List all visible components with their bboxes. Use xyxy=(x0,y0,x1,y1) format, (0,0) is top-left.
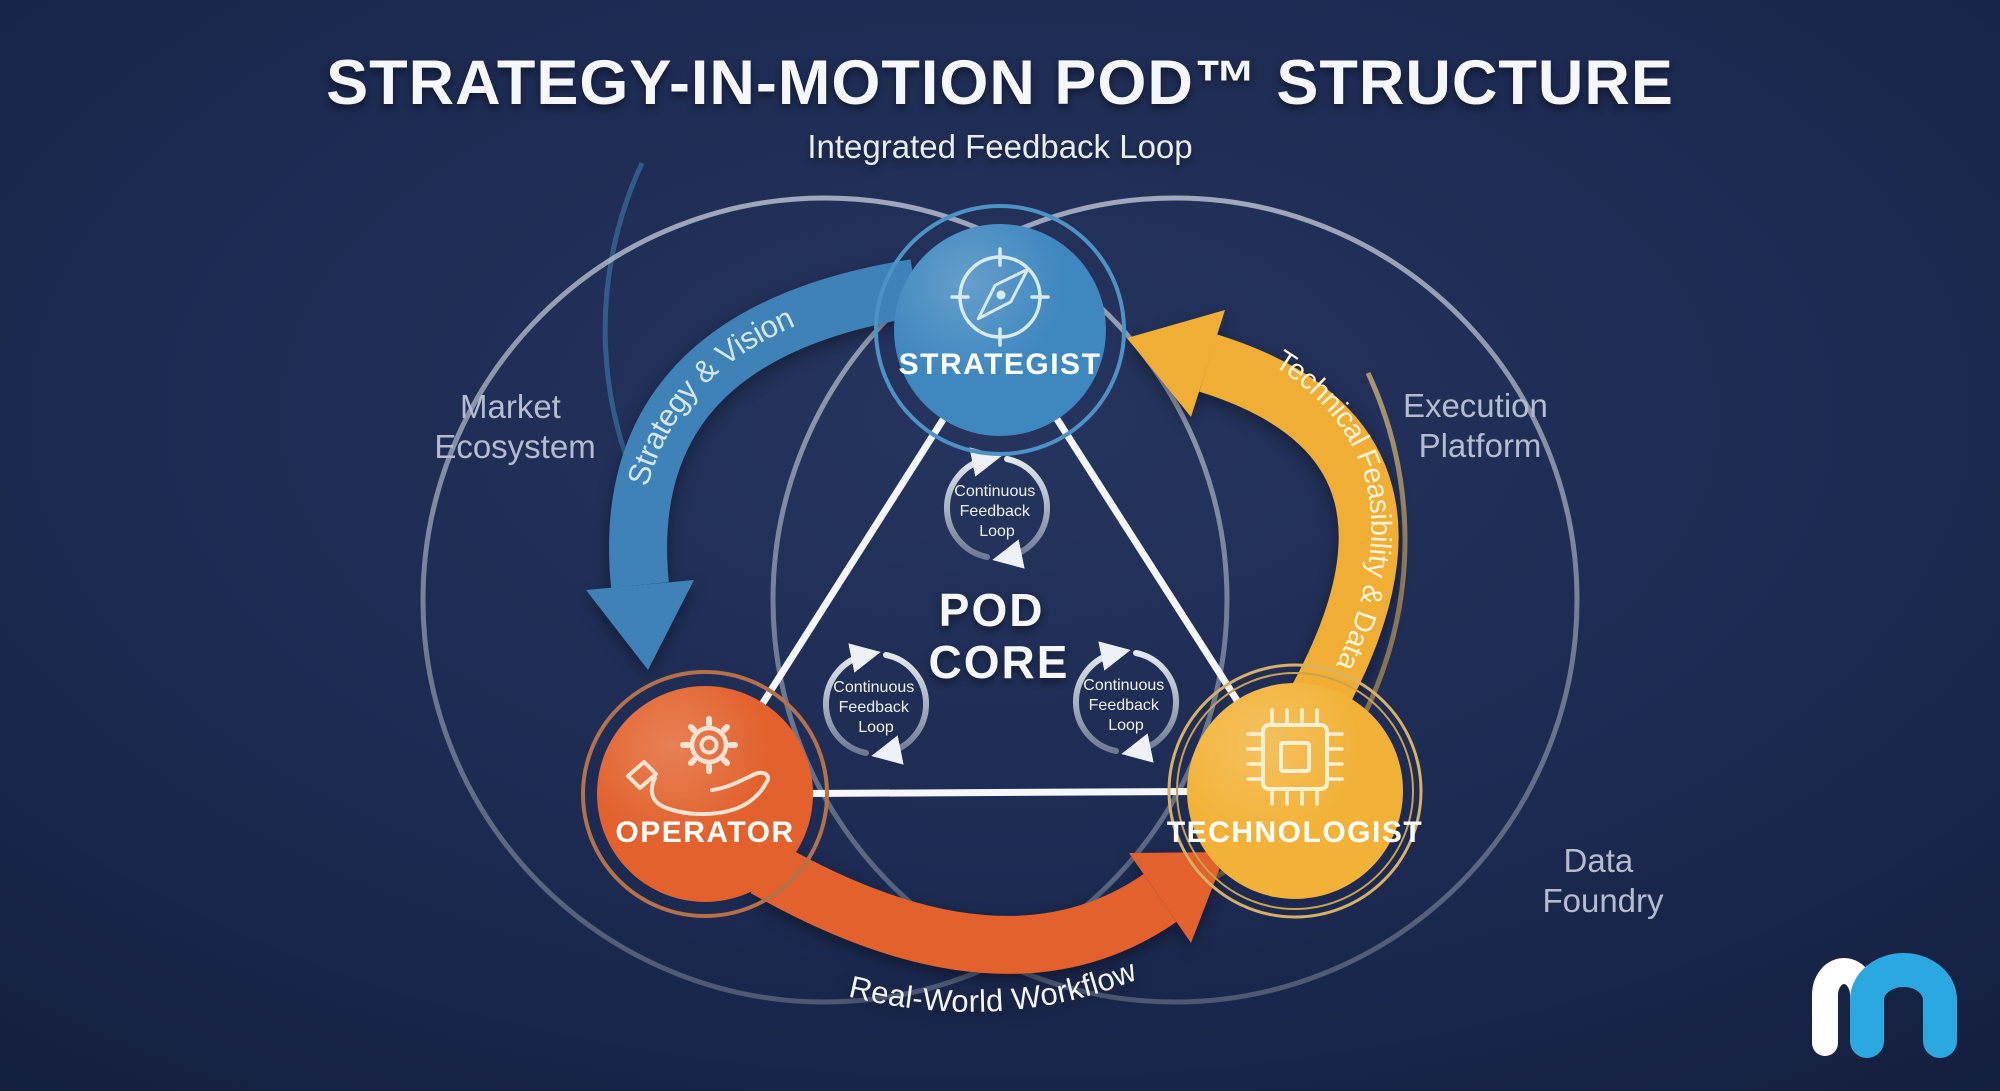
region-label-data-foundry: Data Foundry xyxy=(1542,842,1664,919)
region-label-market-ecosystem: Market Ecosystem xyxy=(434,388,595,465)
feedback-loop-label: Continuous Feedback Loop xyxy=(1083,677,1168,734)
m-logo xyxy=(1812,953,1957,1058)
strategist-label: STRATEGIST xyxy=(899,348,1102,381)
loop-arrow xyxy=(992,456,1051,569)
loop-arrow xyxy=(1121,650,1180,763)
technologist-inner-ring xyxy=(1176,672,1414,910)
technologist-outer-ring xyxy=(1167,663,1423,919)
page-subtitle: Integrated Feedback Loop xyxy=(807,128,1192,165)
region-line: Foundry xyxy=(1542,882,1664,919)
region-line: Platform xyxy=(1419,427,1542,464)
market-ecosystem-orbit xyxy=(420,195,1230,1005)
region-line: Execution xyxy=(1403,387,1548,424)
operator-label: OPERATOR xyxy=(615,816,794,849)
page-title: STRATEGY-IN-MOTION POD™ STRUCTURE xyxy=(326,48,1674,118)
chip-icon xyxy=(1246,708,1344,806)
feedback-loop-label: Continuous Feedback Loop xyxy=(954,483,1039,540)
feedback-loop-top: Continuous Feedback Loop xyxy=(943,447,1051,569)
region-label-execution-platform: Execution Platform xyxy=(1403,387,1557,464)
loop-arrow xyxy=(1072,641,1131,754)
region-line: Ecosystem xyxy=(434,428,595,465)
pod-core-label: POD CORE xyxy=(929,584,1070,688)
operator-ring xyxy=(581,670,829,918)
operator-node: OPERATOR xyxy=(581,670,829,918)
operator-highlight xyxy=(597,686,813,902)
technologist-node: TECHNOLOGIST xyxy=(1167,663,1423,919)
flow-band xyxy=(609,259,920,588)
compass-icon xyxy=(950,247,1050,347)
feedback-loop-label: Continuous Feedback Loop xyxy=(833,679,918,736)
flow-arrowhead xyxy=(1127,310,1225,417)
flow-band xyxy=(750,842,1177,974)
strategist-node: STRATEGIST xyxy=(874,204,1126,456)
orbit-rings xyxy=(420,161,1580,1005)
loop-arrow xyxy=(871,652,930,765)
feedback-loop-left: Continuous Feedback Loop xyxy=(822,643,930,765)
m-logo-right-arch xyxy=(1850,953,1957,1058)
technologist-label: TECHNOLOGIST xyxy=(1167,816,1423,849)
flow-band xyxy=(1198,334,1399,715)
flow-arrowhead xyxy=(586,580,694,670)
loop-arrow xyxy=(822,643,881,756)
feedback-loop-right: Continuous Feedback Loop xyxy=(1072,641,1180,763)
strategist-ring xyxy=(874,204,1126,456)
execution-platform-orbit xyxy=(770,195,1580,1005)
hand-gear-icon xyxy=(626,716,771,816)
region-line: Market xyxy=(460,388,561,425)
header: STRATEGY-IN-MOTION POD™ STRUCTURE Integr… xyxy=(326,48,1674,165)
region-line: Data xyxy=(1564,842,1634,879)
loop-arrow xyxy=(943,447,1002,560)
